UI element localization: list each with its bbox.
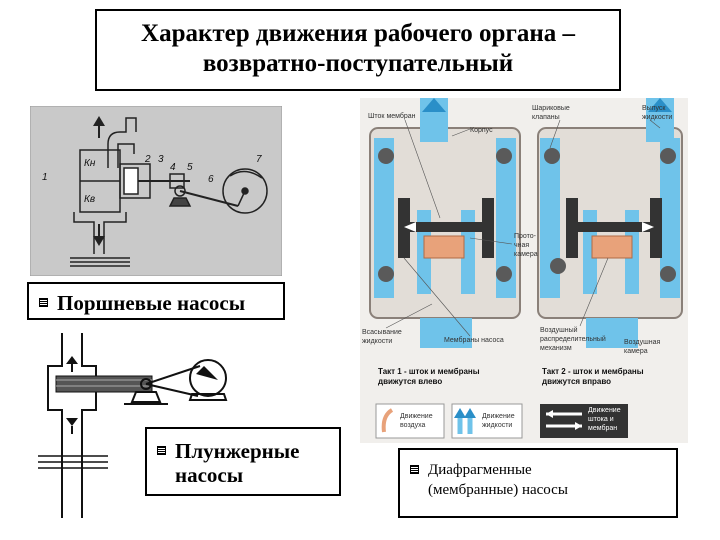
title-line-2: возвратно-поступательный [202,50,514,77]
plunger-pipe-right [81,333,97,518]
legend-air-line-1: Движение [400,413,433,420]
diaphragm-pumps-label: Диафрагменные (мембранные) насосы [398,448,678,518]
takt-1-line-2: движутся влево [378,377,442,386]
diaphragm-pump-diagram: Шток мембран Корпус Шариковые клапаны Вы… [360,98,688,443]
piston-pumps-text: Поршневые насосы [57,291,246,315]
num-label: 3 [158,154,164,165]
bullet-icon [410,465,419,474]
legend-air-line-2: воздуха [400,422,426,429]
annotation-sharik-2: клапаны [532,114,560,121]
annotation-proto-3: камера [514,251,538,258]
bullet-icon [39,298,48,307]
pump-unit-left [369,98,521,348]
plunger-pumps-text-line-2: насосы [175,463,244,487]
annotation-vypusk-2: жидкости [642,114,672,121]
num-label: 4 [170,162,176,173]
annotation-vozd-3: механизм [540,345,572,352]
kn-label: Кн [84,158,96,169]
diaphragm-pumps-text-line-2: (мембранные) насосы [428,482,568,498]
num-label: 2 [144,154,151,165]
plunger-pumps-text-line-1: Плунжерные [175,439,300,463]
legend-rod-line-1: Движение [588,407,621,414]
takt-1-line-1: Такт 1 - шток и мембраны [378,367,480,376]
piston-drawing-background [30,106,282,276]
legend-rod-box [540,404,628,438]
pump-unit-right [537,98,683,348]
takt-2-line-2: движутся вправо [542,377,611,386]
annotation-vkam-2: камера [624,348,648,355]
legend-liquid-line-1: Движение [482,413,515,420]
annotation-vsas-1: Всасывание [362,329,402,336]
legend-air-box [375,403,445,439]
plunger-crank-wheel [189,359,227,397]
annotation-vkam-1: Воздушная [624,339,660,346]
plunger-pump-drawing [38,333,228,518]
title-box: Характер движения рабочего органа – возв… [95,9,621,91]
bullet-icon [157,446,166,455]
legend-liquid-line-2: жидкости [482,422,512,429]
legend: Движение воздуха Движение жидкости Движе… [375,403,628,439]
legend-liquid-box [451,403,523,439]
annotation-vozd-2: распределительный [540,335,606,343]
plunger-rod [55,375,153,393]
legend-rod-line-2: штока и [588,416,614,423]
air-arrow-icon [381,408,394,433]
annotation-vypusk-1: Выпуск [642,105,666,112]
kv-label: Кв [84,194,95,205]
num-label: 6 [208,174,214,185]
annotation-vsas-2: жидкости [362,338,392,345]
diaphragm-pumps-text-line-1: Диафрагменные [428,462,532,478]
title-line-1: Характер движения рабочего органа – [141,20,575,47]
plunger-pipe-left [47,333,63,518]
crank-wheel [222,168,268,214]
num-label: 5 [187,162,193,173]
legend-rod-line-3: мембран [588,424,617,432]
annotation-proto-2: чная [514,242,529,249]
annotation-korpus: Корпус [470,127,493,134]
discharge-pipe [107,117,137,168]
annotation-sharik-1: Шариковые [532,105,570,112]
annotation-proto-1: Прото- [514,233,537,240]
suction-pipe [73,212,127,254]
piston-pump-drawing: 1 2 3 4 5 6 7 Кн Кв [30,106,282,276]
piston-pumps-label: Поршневые насосы [27,282,285,320]
num-label: 7 [256,154,262,165]
takt-2-line-1: Такт 2 - шток и мембраны [542,367,644,376]
annotation-shtok: Шток мембран [368,112,416,120]
plunger-pumps-label: Плунжерные насосы [145,427,341,496]
annotation-vozd-1: Воздушный [540,326,578,334]
annotation-membrany: Мембраны насоса [444,336,504,344]
num-label: 1 [42,172,48,183]
